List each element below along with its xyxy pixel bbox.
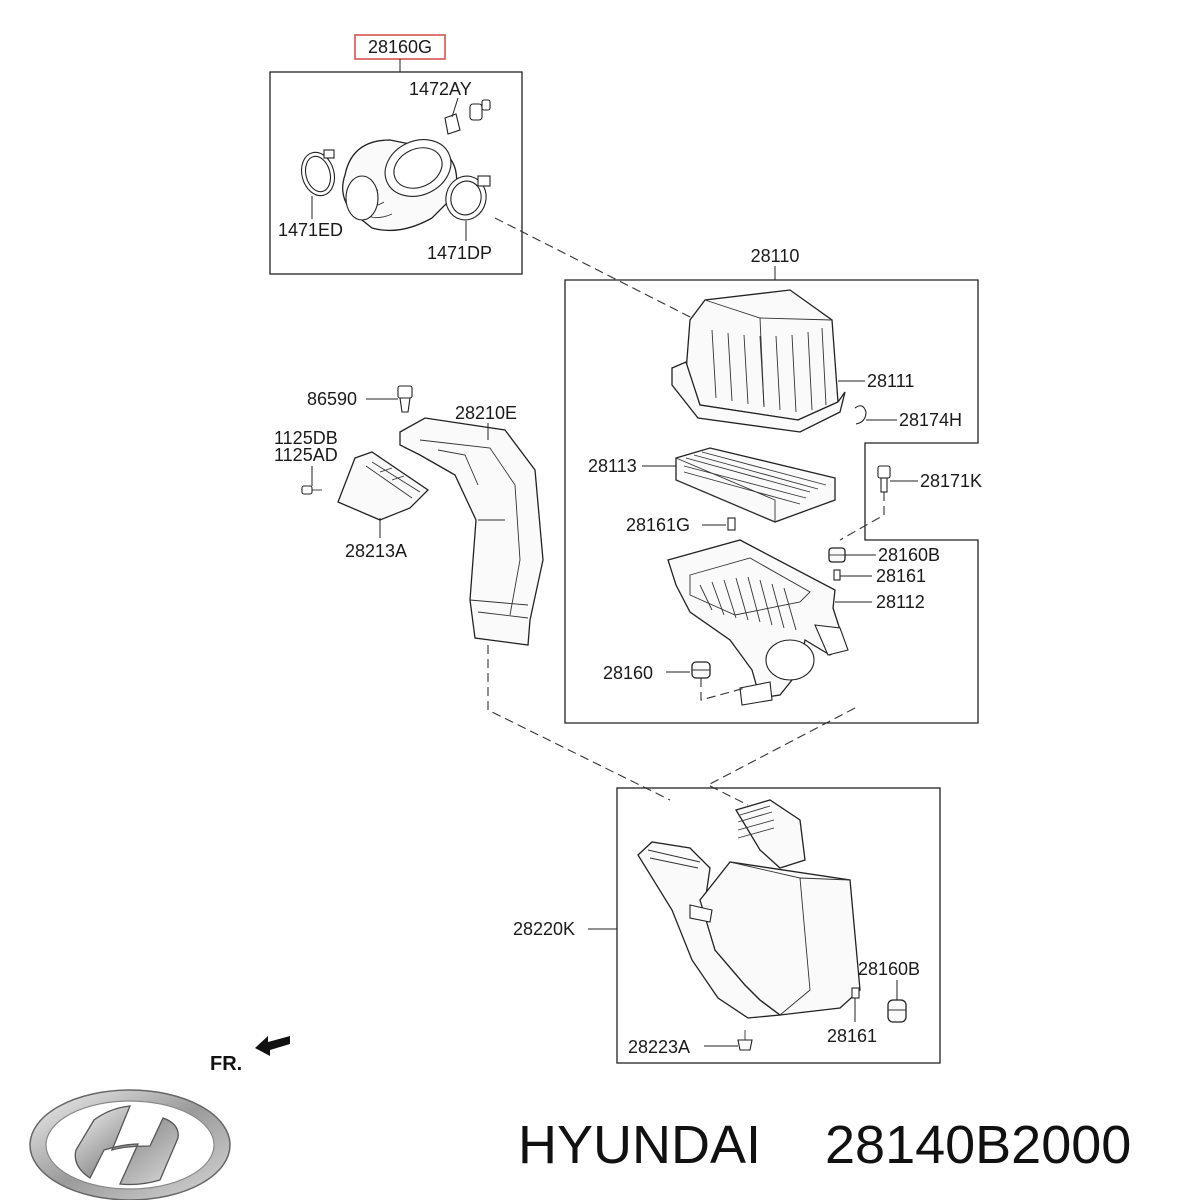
brand-caption: HYUNDAI	[518, 1115, 761, 1175]
air-cleaner-group: 28110 28111 28174H 28113 28171K	[564, 246, 982, 724]
label-28112[interactable]: 28112	[876, 592, 925, 612]
label-86590[interactable]: 86590	[307, 389, 357, 409]
label-28160G[interactable]: 28160G	[368, 37, 432, 57]
hose-assembly-group: 28160G 1472AY 147	[269, 34, 523, 275]
label-28210E[interactable]: 28210E	[455, 403, 517, 423]
pin-28161G[interactable]	[727, 517, 736, 531]
resonator-28220K[interactable]	[637, 799, 861, 1019]
grommet-28160[interactable]	[691, 661, 711, 679]
label-28161G[interactable]: 28161G	[626, 515, 690, 535]
label-28213A[interactable]: 28213A	[345, 541, 407, 561]
label-28220K[interactable]: 28220K	[513, 919, 575, 939]
air-cleaner-frame	[564, 279, 979, 724]
label-1471ED[interactable]: 1471ED	[278, 220, 343, 240]
cover-28111[interactable]	[671, 289, 846, 433]
intake-hose[interactable]	[342, 129, 461, 232]
bolt-86590[interactable]	[397, 385, 413, 413]
clip-28174H[interactable]	[854, 405, 867, 425]
clip-28223A[interactable]	[737, 1030, 753, 1051]
hose-assembly-frame	[269, 71, 523, 275]
label-1125DB[interactable]: 1125DB	[274, 428, 338, 448]
sensor-1472AY[interactable]	[444, 99, 491, 135]
label-28223A[interactable]: 28223A	[628, 1037, 690, 1057]
duct-group: 86590 28210E 1125DB 1125AD 28213A	[274, 385, 856, 806]
label-1472AY[interactable]: 1472AY	[409, 79, 472, 99]
lower-body-28112[interactable]	[667, 539, 849, 706]
label-28111[interactable]: 28111	[867, 371, 914, 391]
hyundai-logo-icon	[29, 1089, 231, 1200]
label-28174H[interactable]: 28174H	[899, 410, 962, 430]
front-arrow-icon	[255, 1036, 290, 1056]
grommet-28160B-bottom[interactable]	[887, 999, 907, 1023]
label-28113[interactable]: 28113	[588, 456, 637, 476]
bolt-28171K[interactable]	[877, 465, 891, 493]
label-28160B-top[interactable]: 28160B	[878, 545, 940, 565]
clamp-1471DP[interactable]	[441, 172, 491, 225]
bracket-28213A[interactable]	[337, 451, 430, 521]
label-28160B-bottom[interactable]: 28160B	[858, 959, 920, 979]
label-28161-top[interactable]: 28161	[876, 566, 926, 586]
duct-28210E[interactable]	[399, 417, 544, 646]
label-1125AD[interactable]: 1125AD	[274, 445, 338, 465]
pin-28161-bottom[interactable]	[851, 987, 860, 999]
label-28110[interactable]: 28110	[751, 246, 800, 266]
label-1471DP[interactable]: 1471DP	[427, 243, 492, 263]
front-indicator: FR.	[210, 1036, 290, 1075]
label-28161-bottom[interactable]: 28161	[827, 1026, 877, 1046]
resonator-group: 28220K 28160B 28161 28223A	[513, 787, 941, 1064]
label-28171K[interactable]: 28171K	[920, 471, 982, 491]
label-28160[interactable]: 28160	[603, 663, 653, 683]
filter-element-28113[interactable]	[675, 447, 836, 523]
front-indicator-label: FR.	[210, 1053, 242, 1075]
part-number-caption: 28140B2000	[825, 1115, 1131, 1175]
pin-28161-top[interactable]	[833, 569, 841, 581]
grommet-28160B-top[interactable]	[828, 547, 846, 563]
clamp-1471ED[interactable]	[297, 149, 339, 200]
screw-1125DB[interactable]	[301, 485, 322, 495]
resonator-frame	[616, 787, 941, 1064]
